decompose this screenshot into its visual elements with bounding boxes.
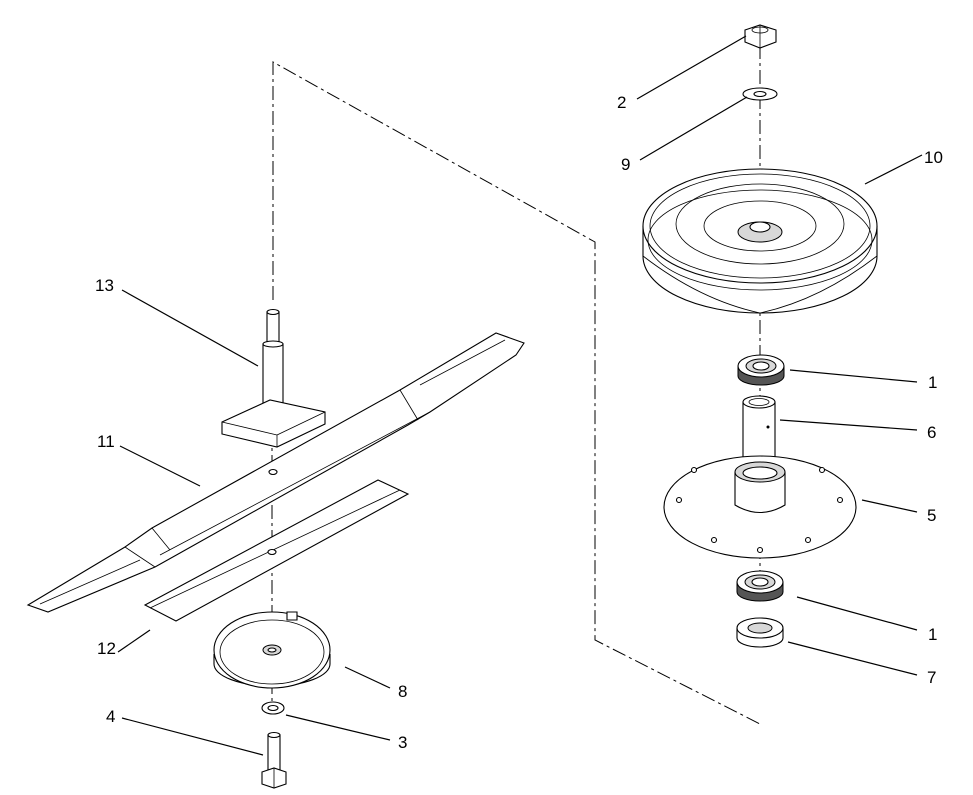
callout-1-lower: 1 — [928, 625, 937, 644]
callout-12: 12 — [97, 639, 116, 658]
part-small-washer — [261, 701, 285, 715]
part-cup — [213, 611, 331, 689]
callout-8: 8 — [398, 682, 407, 701]
callout-7: 7 — [927, 668, 936, 687]
callout-11: 11 — [97, 432, 115, 451]
part-lift-blade — [143, 479, 410, 622]
part-washer — [742, 87, 778, 101]
part-pulley — [642, 168, 878, 314]
part-bolt — [261, 731, 287, 789]
callout-3: 3 — [398, 733, 407, 752]
callout-1-upper: 1 — [928, 373, 937, 392]
part-nut — [744, 24, 777, 49]
centerlines — [271, 45, 761, 725]
part-spacer-tube — [742, 395, 776, 461]
part-bearing-upper — [737, 354, 785, 386]
callout-10: 10 — [924, 148, 943, 167]
part-spacer-ring — [736, 617, 784, 648]
part-blade — [26, 332, 525, 613]
callout-13: 13 — [95, 276, 114, 295]
callout-labels: 2 9 10 1 6 5 1 7 13 11 12 8 4 3 — [95, 93, 943, 752]
part-bearing-housing — [663, 455, 857, 559]
callout-2: 2 — [617, 93, 626, 112]
part-spindle-shaft — [221, 308, 326, 448]
leader-lines — [117, 35, 923, 756]
callout-9: 9 — [621, 155, 630, 174]
callout-4: 4 — [106, 707, 115, 726]
callout-5: 5 — [927, 506, 936, 525]
part-bearing-lower — [736, 570, 784, 602]
callout-6: 6 — [927, 423, 936, 442]
